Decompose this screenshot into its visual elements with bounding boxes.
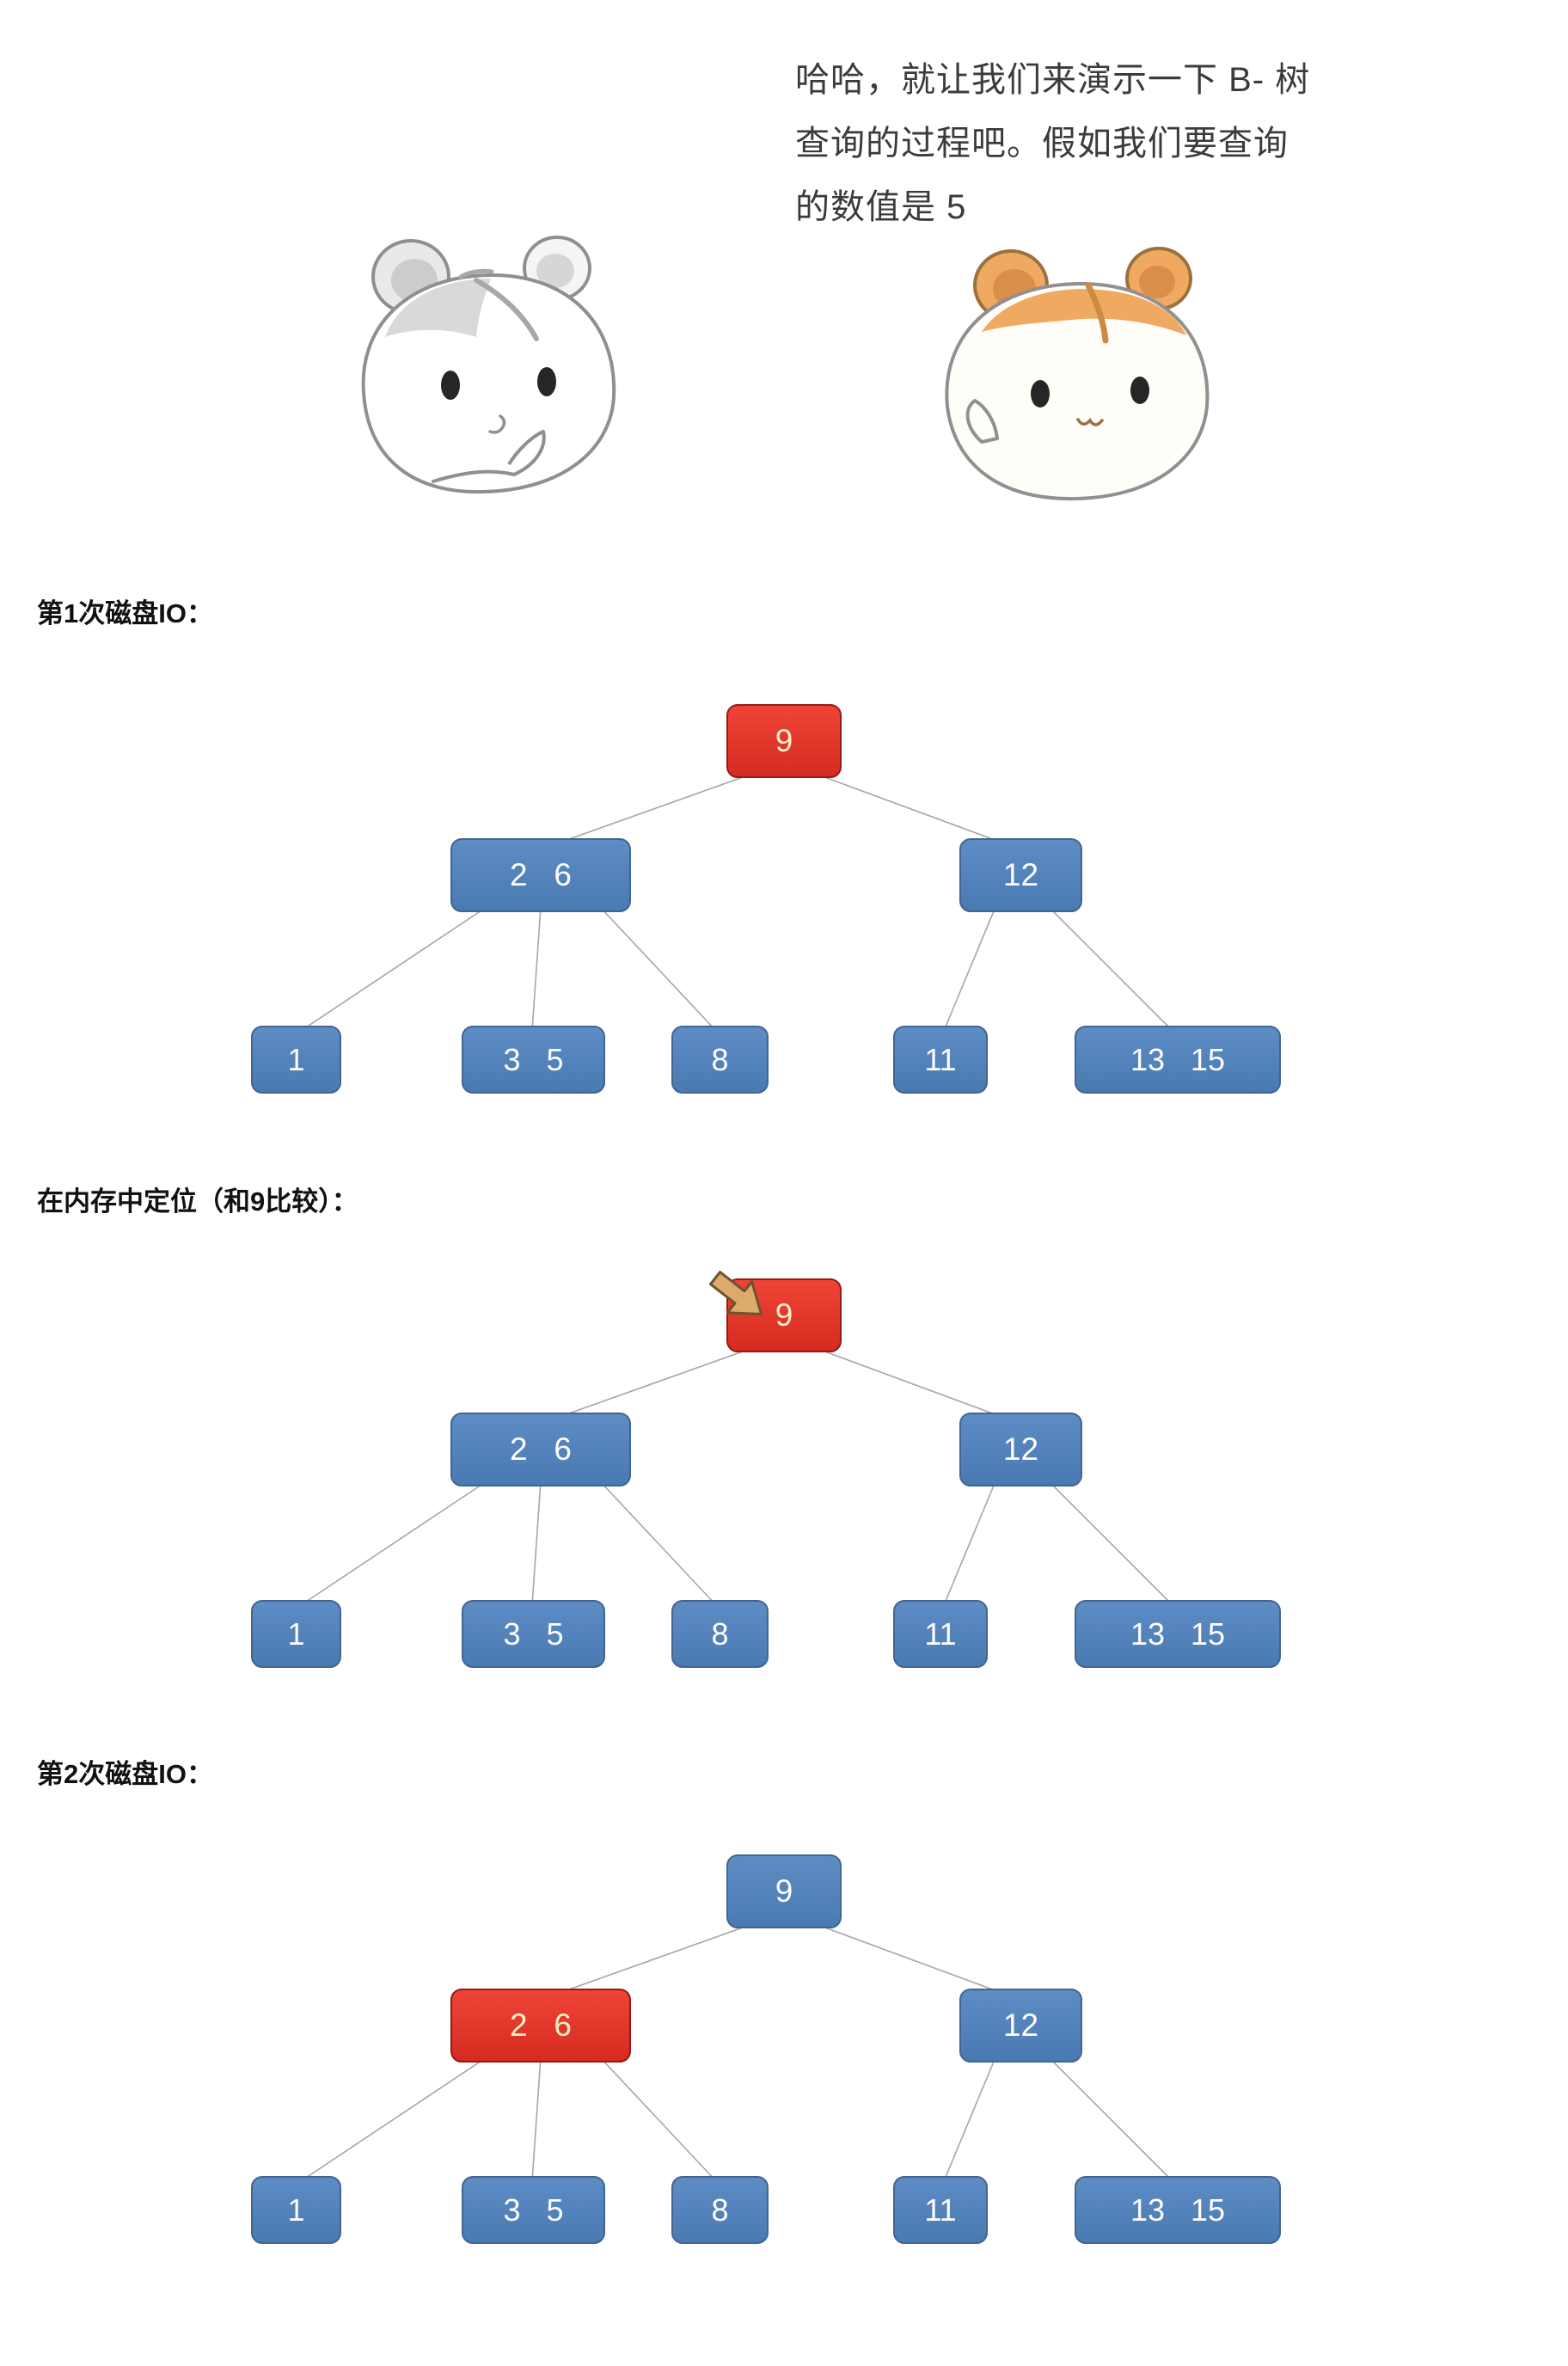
tree-internal-node-left: 2 6 — [450, 1413, 631, 1486]
orange-hamster-illustration — [945, 247, 1210, 501]
tree-leaf-node-11: 11 — [893, 1600, 988, 1668]
section-label-memory-compare: 在内存中定位（和9比较）： — [37, 1186, 358, 1217]
tree-leaf-node-3-5: 3 5 — [462, 1600, 605, 1668]
tree-leaf-node-11: 11 — [893, 1026, 988, 1094]
tree-root-node: 9 — [726, 704, 842, 778]
tree-internal-node-right: 12 — [959, 1989, 1082, 2063]
section-label-second-disk-io: 第2次磁盘IO： — [37, 1759, 213, 1789]
tree-leaf-node-1: 1 — [251, 1600, 341, 1668]
tree-leaf-node-8: 8 — [671, 1600, 769, 1668]
tree-edges — [300, 1346, 1173, 1606]
tree-internal-node-left: 2 6 — [450, 1989, 631, 2063]
btree-diagram-second-io: 9 2 6 12 1 3 5 8 11 13 15 — [0, 1854, 1568, 2250]
arrow-cursor-icon — [709, 1271, 763, 1315]
tree-leaf-node-11: 11 — [893, 2176, 988, 2244]
tree-edges — [300, 772, 1173, 1032]
speech-line-2: 查询的过程吧。假如我们要查询 — [795, 125, 1289, 162]
gray-hamster-illustration — [361, 236, 616, 494]
tree-leaf-node-13-15: 13 15 — [1075, 1026, 1281, 1094]
speech-line-3: 的数值是 5 — [795, 188, 967, 226]
section-label-first-disk-io: 第1次磁盘IO： — [37, 598, 213, 628]
tree-leaf-node-8: 8 — [671, 2176, 769, 2244]
tree-leaf-node-3-5: 3 5 — [462, 2176, 605, 2244]
tree-internal-node-right: 12 — [959, 1413, 1082, 1486]
tree-leaf-node-3-5: 3 5 — [462, 1026, 605, 1094]
tree-edges — [300, 1922, 1173, 2182]
tree-internal-node-left: 2 6 — [450, 838, 631, 912]
tree-leaf-node-13-15: 13 15 — [1075, 1600, 1281, 1668]
tree-leaf-node-1: 1 — [251, 2176, 341, 2244]
tree-leaf-node-13-15: 13 15 — [1075, 2176, 1281, 2244]
btree-diagram-first-io: 9 2 6 12 1 3 5 8 11 13 15 — [0, 704, 1568, 1100]
speech-line-1: 哈哈，就让我们来演示一下 B- 树 — [795, 61, 1311, 99]
tree-internal-node-right: 12 — [959, 838, 1082, 912]
speech-text: 哈哈，就让我们来演示一下 B- 树 查询的过程吧。假如我们要查询 的数值是 5 — [795, 48, 1345, 239]
tree-leaf-node-8: 8 — [671, 1026, 769, 1094]
tree-leaf-node-1: 1 — [251, 1026, 341, 1094]
tree-root-node: 9 — [726, 1854, 842, 1928]
btree-diagram-memory-compare: 9 2 6 12 1 3 5 8 11 13 15 — [0, 1271, 1568, 1674]
